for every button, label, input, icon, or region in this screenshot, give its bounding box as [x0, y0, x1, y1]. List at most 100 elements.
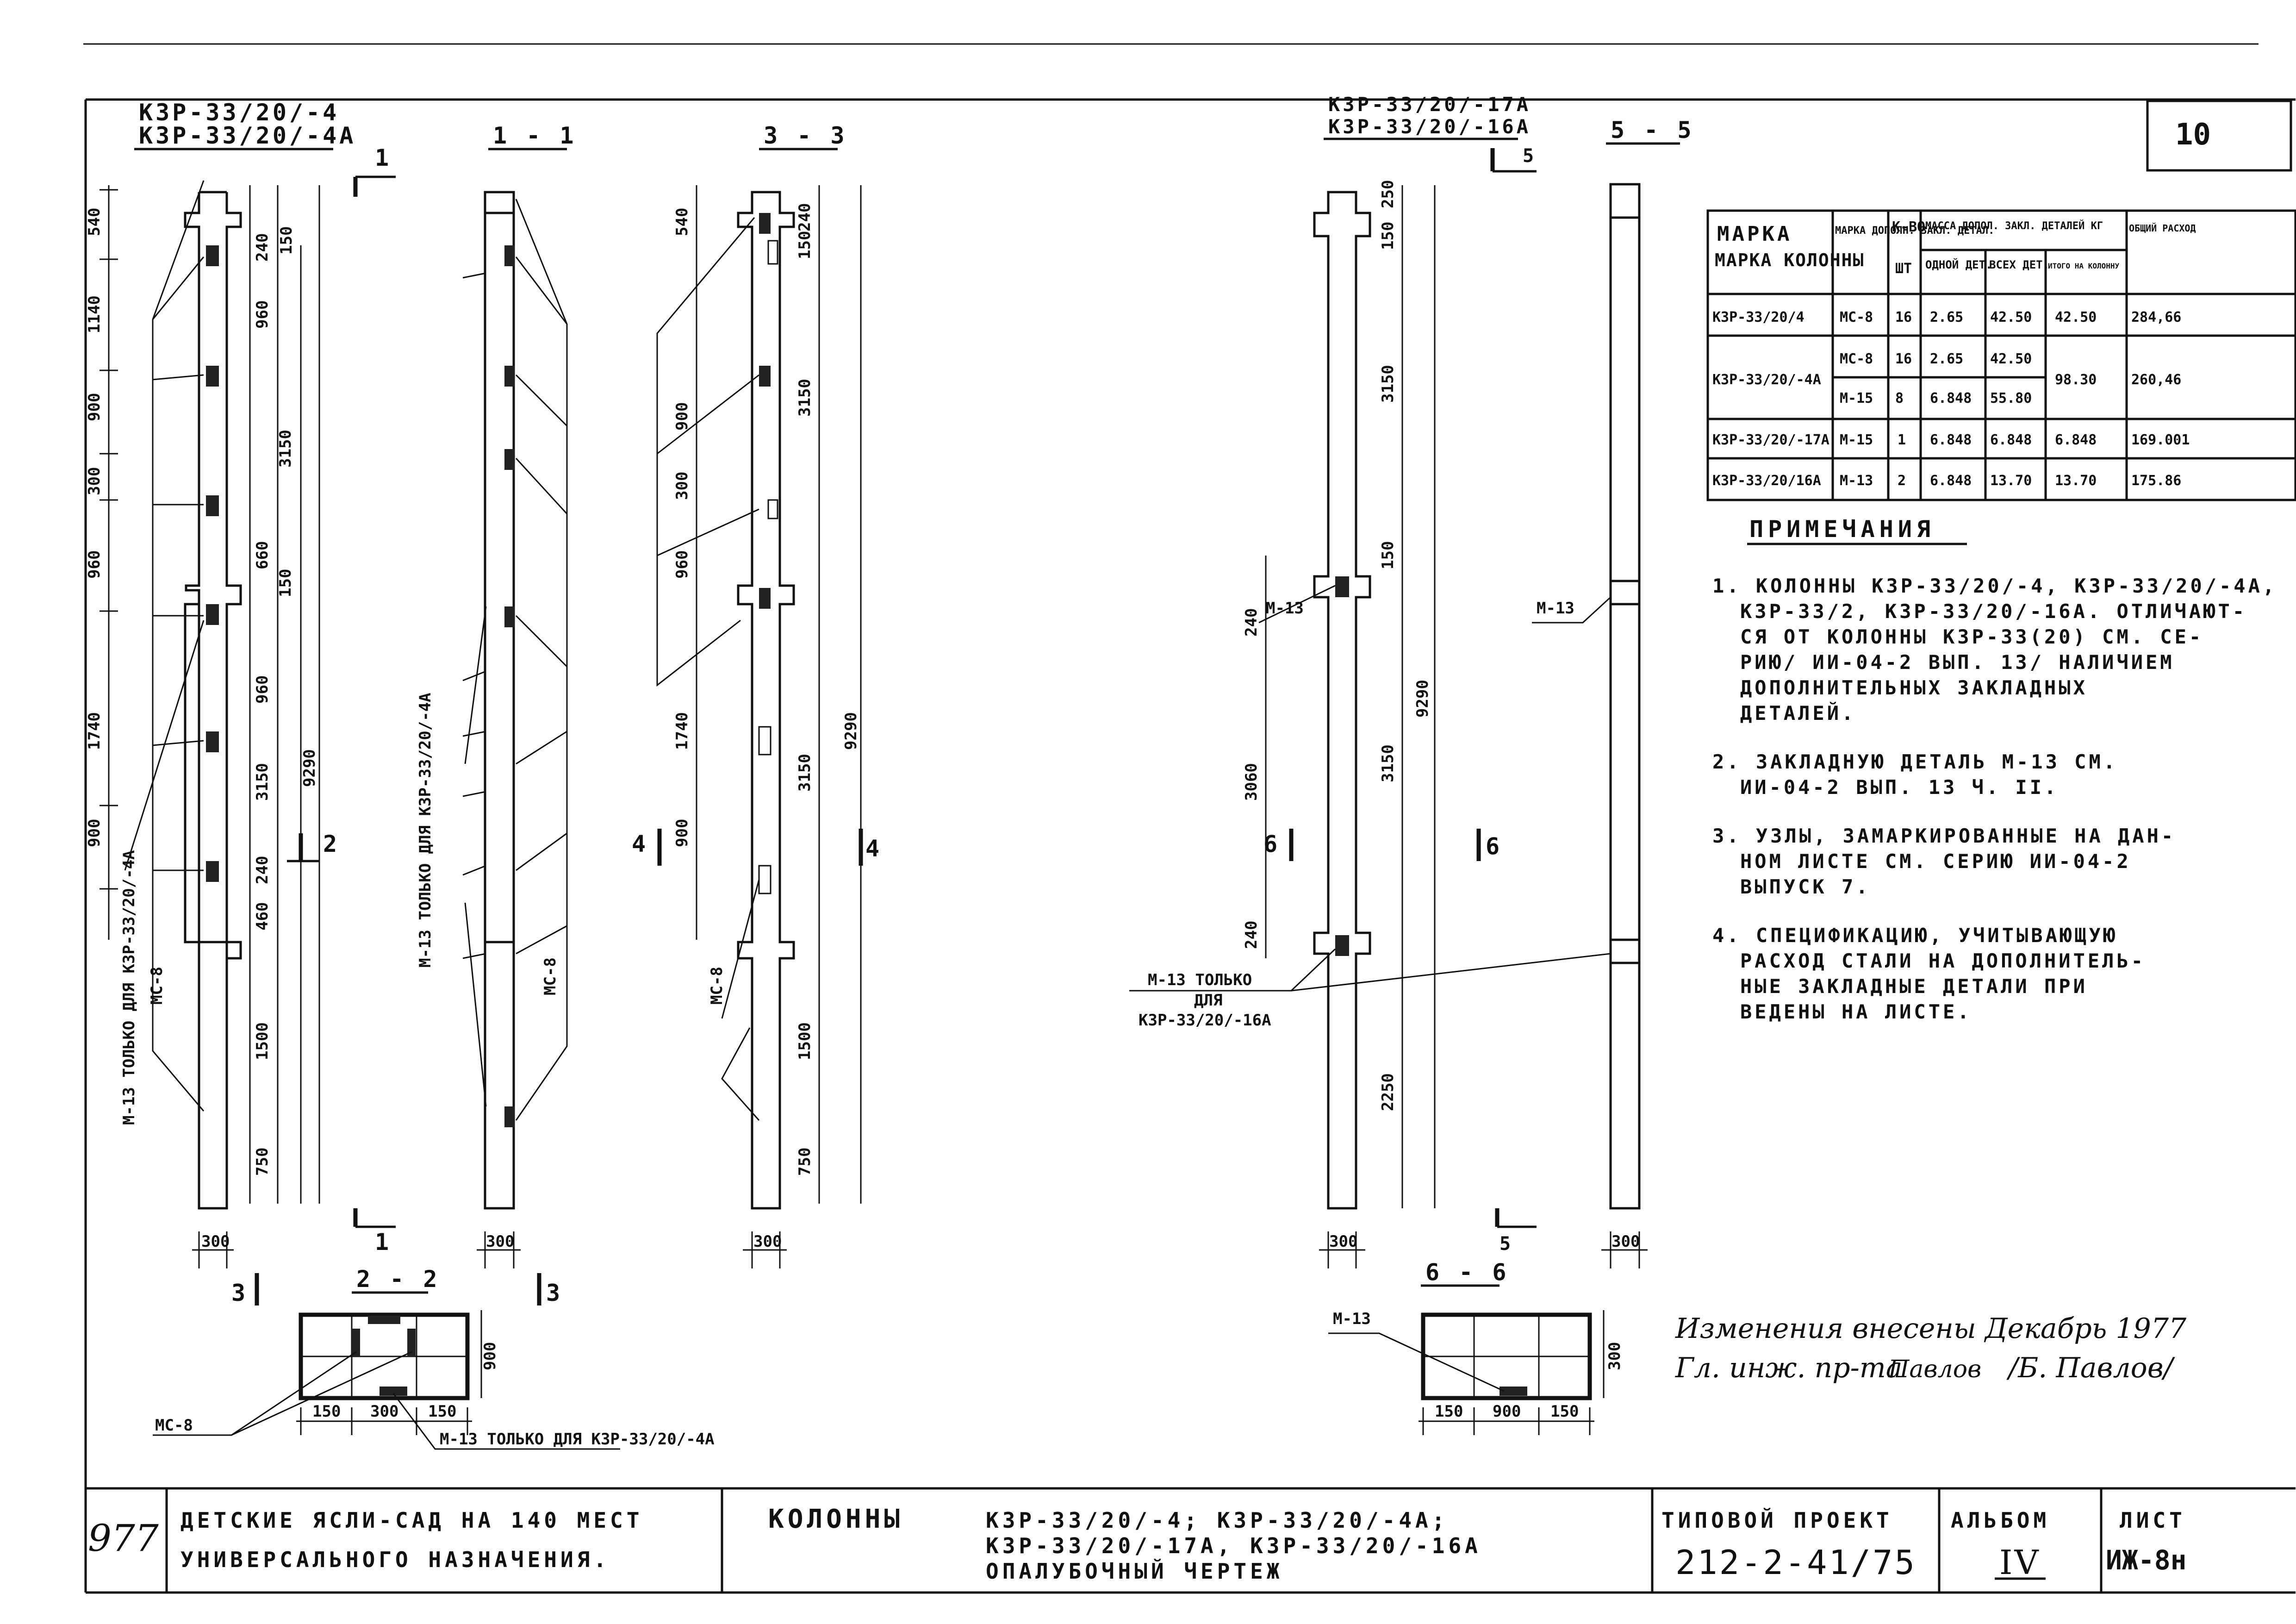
sec-mark-1-top: 1 [375, 144, 392, 171]
embed-plate [206, 861, 219, 882]
th-all: ВСЕХ ДЕТ. [1989, 258, 2049, 271]
dim-a-540: 540 [85, 208, 104, 236]
svg-text:1: 1 [1898, 432, 1906, 448]
embed-plate [206, 495, 219, 516]
th-qty: К-ВО [1892, 219, 1925, 235]
dim-s3-960: 960 [673, 550, 691, 579]
note-3-line-1: 3. УЗЛЫ, ЗАМАРКИРОВАННЫЕ НА ДАН- [1712, 824, 2176, 847]
dim-a-3150a: 3150 [276, 430, 295, 468]
th-one: ОДНОЙ ДЕТ. [1925, 258, 1992, 271]
col-a-mark-2: КЗР-33/20/-4А [139, 122, 356, 149]
dim-b-3150a: 3150 [1379, 365, 1397, 403]
svg-text:13.70: 13.70 [2055, 473, 2097, 489]
label-m13-only-4a: М-13 ТОЛЬКО ДЛЯ КЗР-33/20/-4А [120, 850, 138, 1125]
svg-text:М-13: М-13 [1840, 473, 1873, 489]
title-sheet-code: ИЖ-8н [2106, 1544, 2187, 1576]
sec-mark-6-left: 6 [1263, 831, 1280, 857]
dim-a-960a: 960 [253, 300, 272, 329]
col-b-mark-1: КЗР-33/20/-17А [1328, 93, 1531, 116]
section-2-2-title: 2 - 2 [356, 1266, 440, 1293]
section-5-5-title: 5 - 5 [1611, 117, 1694, 144]
note-1-line-5: ДОПОЛНИТЕЛЬНЫХ ЗАКЛАДНЫХ [1740, 676, 2088, 699]
section-3-3-title: 3 - 3 [764, 122, 847, 149]
dim-b-300w: 300 [1329, 1232, 1357, 1251]
dim-sec2-150b: 150 [428, 1402, 456, 1421]
th-overall: ОБЩИЙ РАСХОД [2129, 223, 2196, 234]
dim-a-300: 300 [85, 467, 104, 495]
svg-text:16: 16 [1895, 309, 1912, 325]
th-total: ИТОГО НА КОЛОННУ [2048, 262, 2119, 270]
svg-text:13.70: 13.70 [1990, 473, 2032, 489]
section-1-1-drawing: 1 - 1 М-13 ТОЛЬКО ДЛЯ КЗР-33/20/-4А МС-8 [416, 122, 574, 1306]
sec-mark-5-bottom: 5 [1500, 1233, 1513, 1255]
label-m13-only-sec2: М-13 ТОЛЬКО ДЛЯ КЗР-33/20/-4А [440, 1430, 715, 1449]
section-3-3-drawing: 3 - 3 МС-8 540 900 300 960 1740 900 240 … [632, 122, 879, 1268]
embed-plate [206, 245, 219, 266]
svg-text:МС-8: МС-8 [1840, 309, 1873, 325]
dim-s3-540: 540 [673, 208, 691, 236]
svg-text:260,46: 260,46 [2131, 372, 2181, 388]
sec-mark-3-left: 3 [231, 1280, 248, 1306]
svg-text:42.50: 42.50 [1990, 351, 2032, 367]
title-object-2: УНИВЕРСАЛЬНОГО НАЗНАЧЕНИЯ. [180, 1547, 610, 1572]
dim-sec6-150a: 150 [1435, 1402, 1463, 1421]
svg-text:6.848: 6.848 [1930, 473, 1972, 489]
dim-a-150: 150 [277, 226, 296, 255]
note-4-line-2: РАСХОД СТАЛИ НА ДОПОЛНИТЕЛЬ- [1740, 949, 2146, 972]
col-b-mark-2: КЗР-33/20/-16А [1328, 115, 1531, 138]
embed-plate [504, 449, 515, 470]
note-1-line-3: СЯ ОТ КОЛОННЫ КЗР-33(20) СМ. СЕ- [1740, 625, 2203, 648]
note-1-line-2: КЗР-33/2, КЗР-33/20/-16А. ОТЛИЧАЮТ- [1740, 600, 2247, 623]
svg-text:16: 16 [1895, 351, 1912, 367]
sec-mark-3-right: 3 [546, 1280, 563, 1306]
title-name: КОЛОННЫ [768, 1504, 903, 1534]
dim-a-750: 750 [253, 1148, 272, 1176]
label-m13-b: М-13 [1266, 599, 1304, 618]
dim-a-900: 900 [85, 393, 104, 421]
title-sheet-label: ЛИСТ [2120, 1508, 2186, 1533]
embed-plate [504, 245, 515, 266]
sheet-number: 10 [2175, 118, 2211, 152]
notes-title: ПРИМЕЧАНИЯ [1749, 516, 1935, 543]
dim-a-3150b: 3150 [253, 763, 272, 801]
svg-text:42.50: 42.50 [2055, 309, 2097, 325]
specification-table: МАРКА МАРКА КОЛОННЫ МАРКА ДОПОЛН. ЗАКЛ. … [1706, 209, 2296, 501]
table-row: КЗР-33/20/4 МС-8 16 2.65 42.50 42.50 284… [1712, 309, 2181, 325]
dim-b-150b: 150 [1379, 541, 1397, 569]
title-object-1: ДЕТСКИЕ ЯСЛИ-САД НА 140 МЕСТ [180, 1508, 643, 1533]
dim-5-5-300w: 300 [1612, 1232, 1640, 1251]
title-block: 977 ДЕТСКИЕ ЯСЛИ-САД НА 140 МЕСТ УНИВЕРС… [86, 1487, 2296, 1594]
svg-text:М-15: М-15 [1840, 432, 1873, 448]
dim-a-660: 660 [253, 541, 272, 569]
dim-s3-150: 150 [796, 231, 814, 259]
embed-plate [759, 588, 771, 609]
title-project-label: ТИПОВОЙ ПРОЕКТ [1661, 1508, 1893, 1533]
note-4-line-4: ВЕДЕНЫ НА ЛИСТЕ. [1740, 1000, 1972, 1023]
table-row: КЗР-33/20/-17А М-15 1 6.848 6.848 6.848 … [1712, 432, 2190, 448]
svg-text:2.65: 2.65 [1930, 351, 1963, 367]
dim-a-240b: 240 [253, 856, 272, 884]
label-m13-5-5: М-13 [1537, 599, 1574, 618]
sec-mark-5-top: 5 [1523, 145, 1537, 167]
dim-sec2-150a: 150 [312, 1402, 341, 1421]
column-b-drawing: КЗР-33/20/-17А КЗР-33/20/-16А 5 М-13 250… [1129, 93, 1611, 1268]
table-row: М-15 8 6.848 55.80 [1840, 390, 2032, 406]
svg-text:6.848: 6.848 [2055, 432, 2097, 448]
label-mc8-sec3: МС-8 [708, 967, 726, 1005]
dim-b-3150b: 3150 [1379, 744, 1397, 782]
svg-text:6.848: 6.848 [1930, 432, 1972, 448]
label-m13-only-16a-3: КЗР-33/20/-16А [1139, 1011, 1271, 1030]
section-6-6-title: 6 - 6 [1425, 1259, 1509, 1286]
th-mark-1: МАРКА [1717, 222, 1792, 246]
dim-s3-3150a: 3150 [796, 379, 814, 417]
embed-plate [759, 213, 771, 234]
svg-text:КЗР-33/20/-4А: КЗР-33/20/-4А [1712, 372, 1821, 388]
dim-a-960b: 960 [253, 675, 272, 704]
th-qty-unit: ШТ [1895, 261, 1912, 277]
svg-text:КЗР-33/20/4: КЗР-33/20/4 [1712, 309, 1804, 325]
changes-line-1: Изменения внесены Декабрь 1977 [1675, 1312, 2187, 1345]
title-drawing-type: ОПАЛУБОЧНЫЙ ЧЕРТЕЖ [986, 1559, 1283, 1584]
notes-block: ПРИМЕЧАНИЯ 1. КОЛОННЫ КЗР-33/20/-4, КЗР-… [1712, 516, 2274, 1023]
dim-b-9290: 9290 [1413, 680, 1432, 718]
embed-plate [206, 604, 219, 625]
